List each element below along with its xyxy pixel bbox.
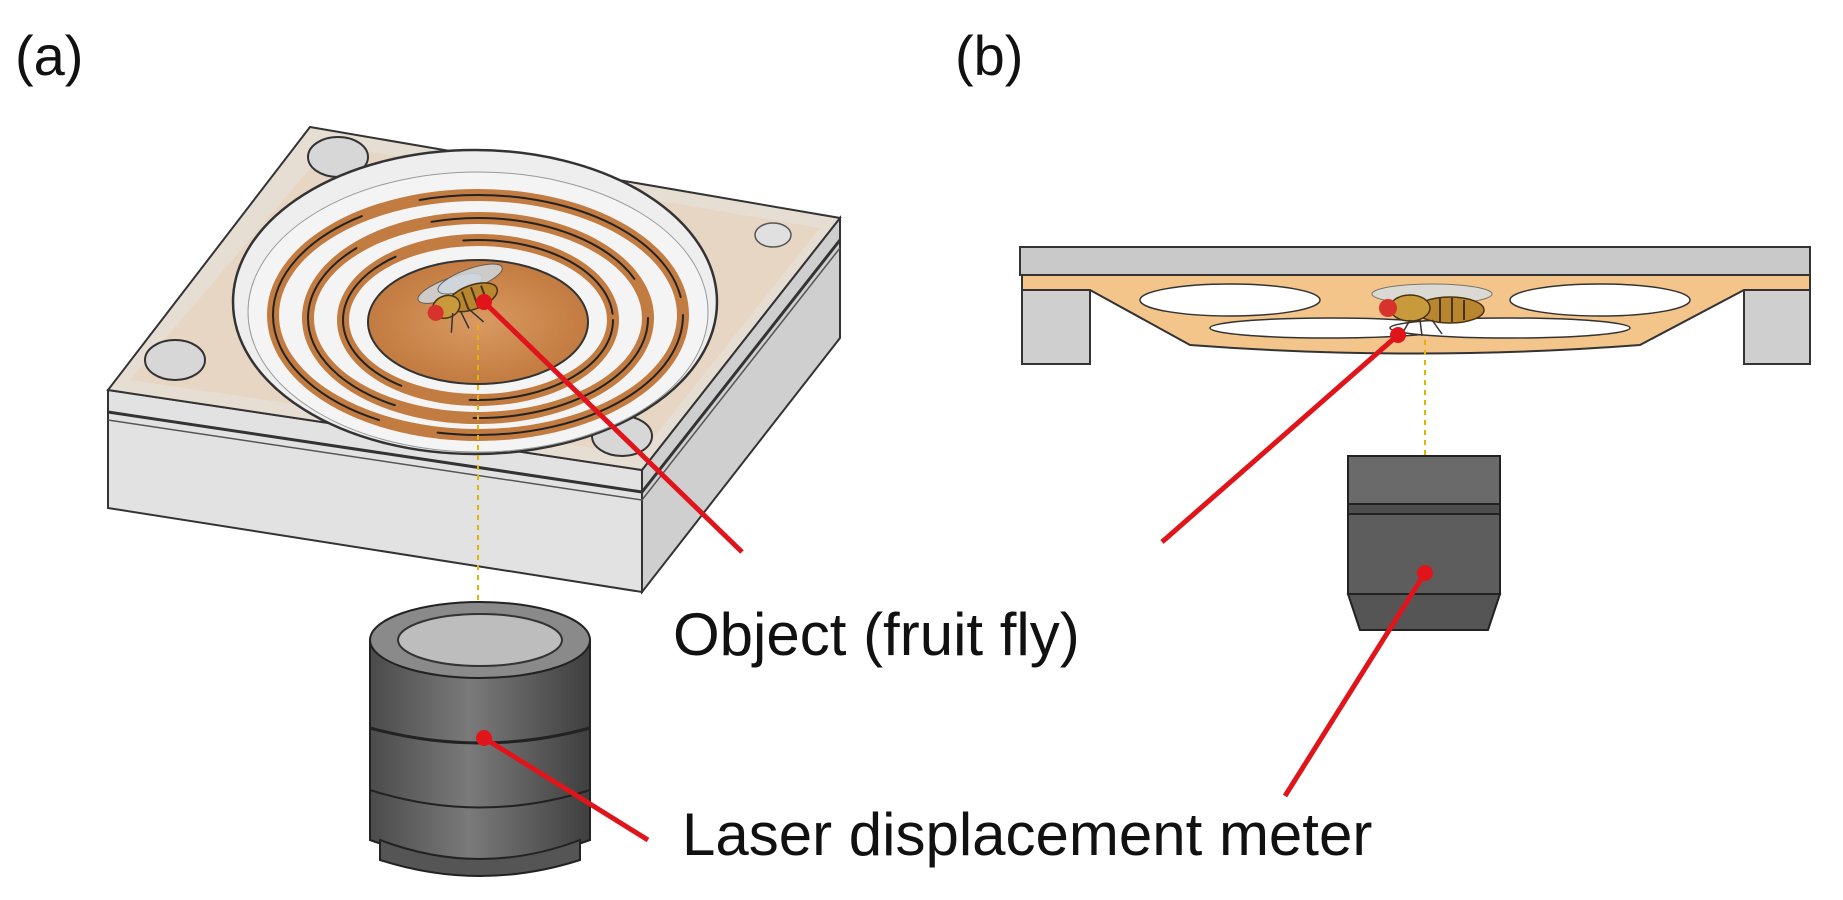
leader-dot <box>1417 565 1433 581</box>
leader-dot <box>1390 327 1406 343</box>
leader-lines <box>476 294 1433 843</box>
leader-object-b <box>1160 333 1400 544</box>
corner-hole-icon <box>144 339 206 381</box>
leader-object-a <box>482 300 744 554</box>
leader-dot <box>476 294 492 310</box>
fruit-fly-side-icon <box>1371 283 1493 337</box>
housing-seam-2 <box>107 247 841 501</box>
callout-laser-meter: Laser displacement meter <box>682 801 1373 868</box>
housing-seam <box>107 239 842 494</box>
corner-hole-icon <box>754 222 792 248</box>
callout-object: Object (fruit fly) <box>673 601 1080 668</box>
leader-laser-b <box>1282 571 1428 798</box>
panel-b-laser-sensor <box>1346 455 1502 631</box>
leader-dot <box>476 730 492 746</box>
panel-a-label: (a) <box>15 24 84 87</box>
top-plate <box>1019 246 1811 276</box>
leader-laser-a <box>482 735 650 843</box>
panel-b-device <box>1019 246 1811 455</box>
panel-a-laser-sensor <box>369 601 591 877</box>
support-left <box>1021 289 1091 365</box>
panel-a-device <box>106 125 842 635</box>
panel-b-label: (b) <box>955 24 1024 87</box>
fruit-fly-icon <box>417 263 503 333</box>
support-right <box>1743 289 1811 365</box>
